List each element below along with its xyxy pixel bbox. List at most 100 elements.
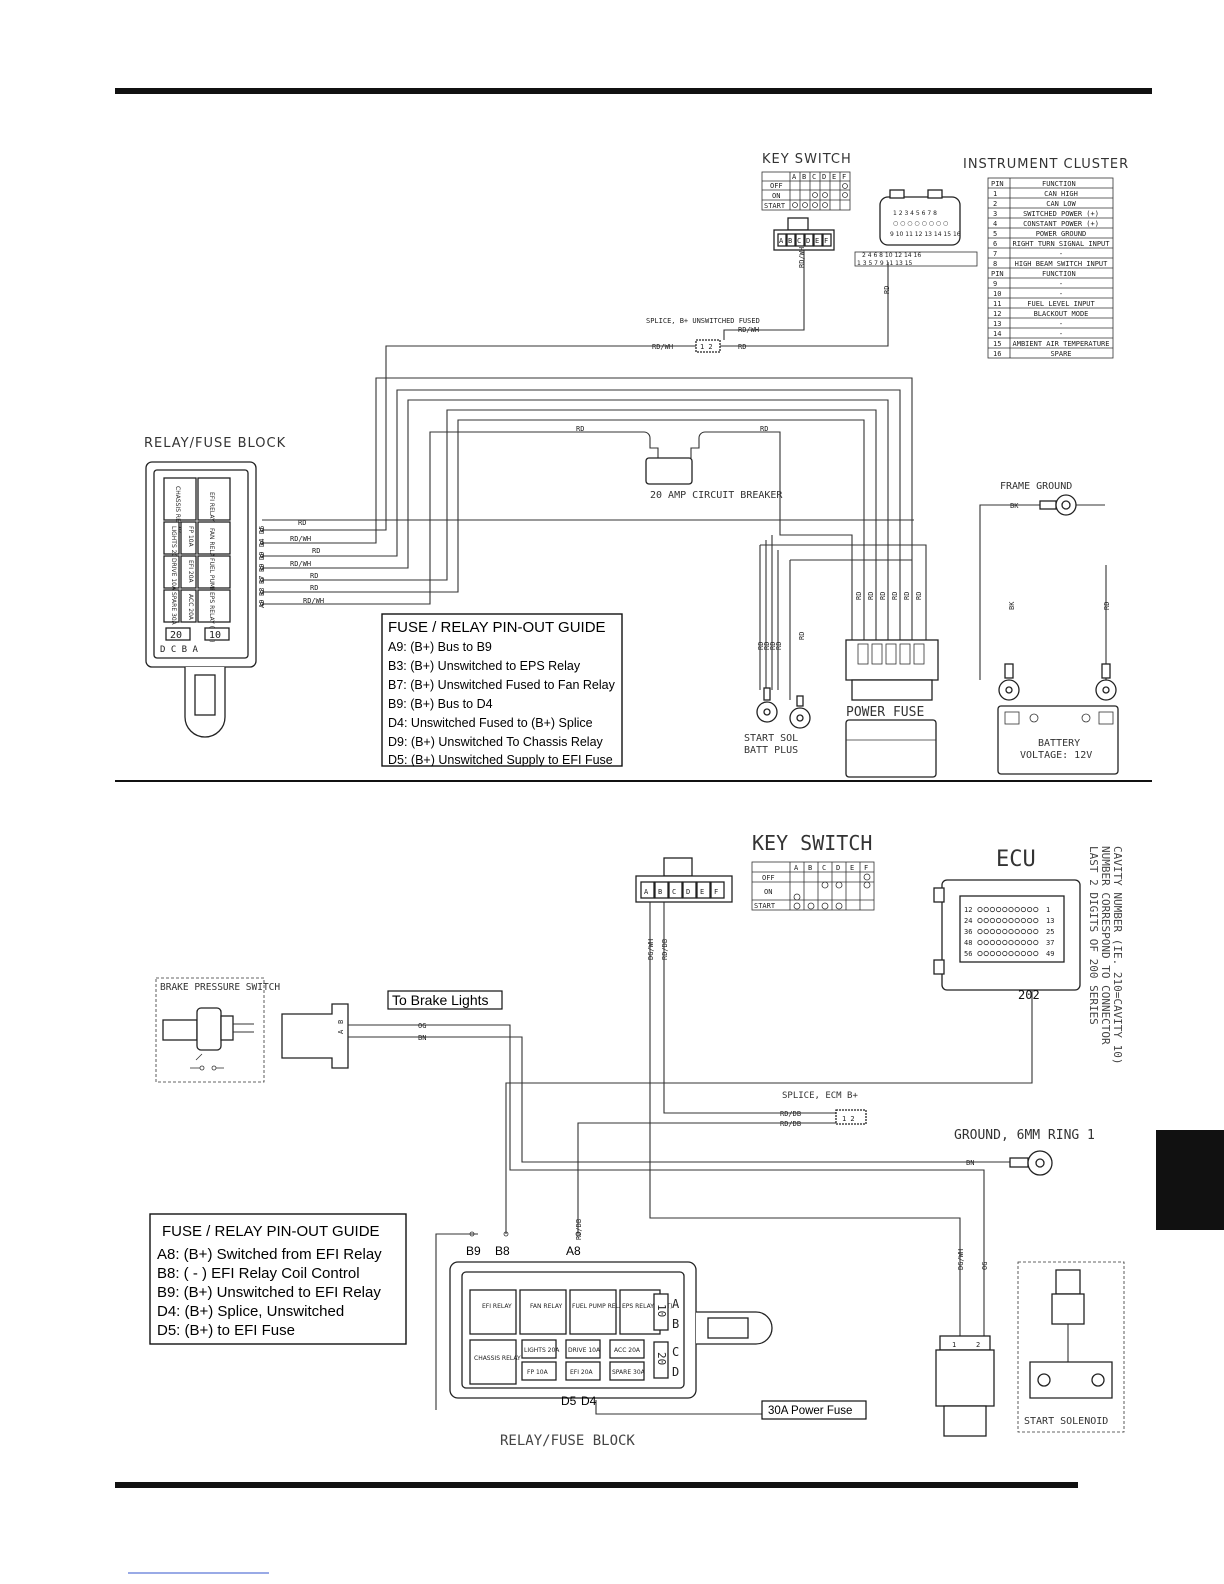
ecu-pin-cavity [995,906,1002,913]
top-splice-pins: 1 2 [700,343,713,351]
bottom-ecu-note-3: CAVITY NUMBER (IE. 210=CAVITY 10) [1111,846,1124,1065]
top-block-pin-terminal [259,590,264,595]
bottom-rule [115,1482,1078,1488]
bottom-blk-chassis: CHASSIS RELAY [474,1355,521,1362]
cluster-pin-function: POWER GROUND [1036,230,1087,238]
ecu-pin-cavity [1008,906,1014,913]
bottom-ecu-title: ECU [996,847,1036,872]
bottom-conn-pin-2: 2 [976,1341,980,1349]
ecu-pin-cavity [977,950,983,957]
bottom-blk-efi: EFI RELAY [482,1303,512,1310]
cluster-pin-number: 16 [993,350,1001,358]
bottom-pin-b9: B9 [466,1244,481,1258]
bottom-brake-connector: A B To Brake Lights [281,990,503,1069]
top-ks-pin-a: A [779,237,784,245]
top-block-pin-label: B9 [258,564,266,572]
bottom-brake-pin-b: B [337,1020,345,1024]
bottom-wire-rddb-2: RD/DB [780,1120,801,1128]
cluster-pin-number: 6 [993,240,997,248]
top-block-pin-label: D4 [258,539,266,547]
bottom-ecu-202: 202 [1018,988,1040,1002]
ecu-pin-cavity [1033,906,1039,913]
top-blk-eps: EPS RELAY (OPT) [208,592,215,642]
ecu-row-left-pin: 48 [964,939,972,947]
top-blk-fp: FP 10A [187,526,194,548]
cluster-pin-number: 7 [993,250,997,258]
cluster-pin-function: BLACKOUT MODE [1034,310,1089,318]
bottom-wire-dgwh-ks: DG/WH [647,939,655,960]
bottom-ks-pin-d: D [686,888,690,896]
bottom-wire-og-sol: OG [981,1262,989,1270]
bottom-relay-fuse-block: B9 B8 A8 EFI RELAY FAN RELAY FUEL PUMP R… [449,1231,867,1449]
bottom-blk-fp-relay: FUEL PUMP RELAY [572,1303,627,1310]
ecu-pin-cavity [977,939,983,946]
top-guide-line-4: B9: (B+) Bus to D4 [388,697,493,711]
cluster-pin-number: 9 [993,280,997,288]
top-blk-chassis: CHASSIS RELAY [174,486,181,533]
bottom-brake-pin-a: A [337,1029,345,1034]
ecu-pin-cavity [1033,950,1039,957]
bottom-solenoid-connector: 1 2 [935,1335,995,1437]
bottom-pin-b8: B8 [495,1244,510,1258]
top-blk-fan: FAN RELAY [208,528,215,560]
top-rule [115,88,1152,94]
top-block-pin-terminal [259,602,264,607]
bottom-blk-fan: FAN RELAY [530,1303,562,1310]
ecu-pin-cavity [1020,928,1027,935]
bottom-ks-col-f: F [864,864,868,872]
bottom-blk-10: 10 [655,1304,668,1317]
top-block-pin-terminal [259,541,264,546]
bottom-ks-col-a: A [794,864,799,872]
bottom-guide-line-5: D5: (B+) to EFI Fuse [157,1322,295,1339]
ecu-pin-cavity [1033,928,1039,935]
cluster-pin-function: SWITCHED POWER (+) [1023,210,1099,218]
top-ks-row-start: START [764,202,786,210]
bottom-blk-c: C [672,1345,679,1359]
ecu-pin-cavity [1002,928,1008,935]
bottom-wire-dgwh-sol: DG/WH [957,1249,965,1270]
bottom-guide-line-2: B8: ( - ) EFI Relay Coil Control [157,1265,360,1282]
bottom-pin-d4: D4 [581,1394,597,1408]
bottom-blk-eps: EPS RELAY (OPT) [622,1303,672,1310]
cluster-pin-function: HIGH BEAM SWITCH INPUT [1015,260,1109,268]
cluster-pin-number: 10 [993,290,1001,298]
ecu-pin-cavity [1014,928,1020,935]
top-block-pin-terminal [259,566,264,571]
bottom-blk-efi20: EFI 20A [570,1369,594,1376]
top-blk-fuelpump: FUEL PUMP RELAY [208,558,215,613]
top-guide-line-2: B3: (B+) Unswitched to EPS Relay [388,659,581,673]
bottom-ks-row-start: START [754,902,776,910]
cluster-pin-function: CAN HIGH [1044,190,1078,198]
ecu-pin-cavity [1027,906,1033,913]
wire-rd-sol4: RD [775,642,783,650]
wire-rdwh-a9: RD/WH [303,597,324,605]
ecu-pin-cavity [1008,939,1014,946]
top-ks-pin-c: C [797,237,801,245]
cluster-pin-function: - [1059,290,1063,298]
top-cluster-pins-even: 2 4 6 8 10 12 14 16 [862,252,921,259]
top-guide-line-3: B7: (B+) Unswitched Fused to Fan Relay [388,678,616,692]
cluster-pin-function: CAN LOW [1046,200,1076,208]
bottom-to-brake-lights: To Brake Lights [392,992,489,1008]
top-power-fuse: POWER FUSE [845,639,939,778]
bottom-conn-pin-1: 1 [952,1341,956,1349]
ecu-row-left-pin: 36 [964,928,972,936]
wire-rd-pf4: RD [891,592,899,600]
top-battery-title: BATTERY [1038,738,1080,749]
top-block-pin-label: D9 [258,552,266,560]
top-guide-line-6: D9: (B+) Unswitched To Chassis Relay [388,735,604,749]
top-ks-pin-f: F [824,237,828,245]
ecu-pin-cavity [995,917,1002,924]
bottom-splice: SPLICE, ECM B+ 1 2 [782,1091,867,1125]
ecu-row-right-pin: 49 [1046,950,1054,958]
top-guide-title: FUSE / RELAY PIN-OUT GUIDE [388,619,606,636]
bottom-blk-drive: DRIVE 10A [568,1347,601,1354]
wire-rdwh-ks: RD/WH [738,326,759,334]
top-block-pin-terminal [259,528,264,533]
bottom-ks-pin-b: B [658,888,662,896]
bottom-guide-line-4: D4: (B+) Splice, Unswitched [157,1303,344,1320]
bottom-ecu-note-2: NUMBER CORRESPOND TO CONNECTOR [1099,846,1112,1045]
ecu-pin-cavity [1014,906,1020,913]
wire-rdwh-vert: RD/WH [798,247,806,268]
top-cluster-head-pin-b: PIN [991,270,1004,278]
